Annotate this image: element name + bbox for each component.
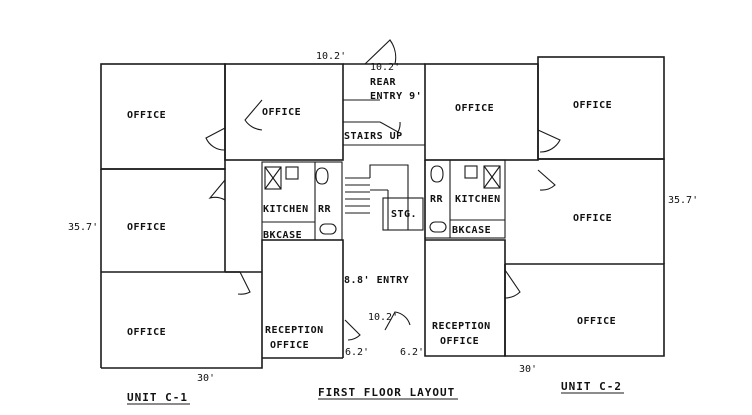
kitchen-c1-label: KITCHEN	[263, 204, 309, 215]
unit-c2-walls	[205, 56, 665, 357]
storage-label: STG.	[391, 209, 417, 220]
restroom-c1-label: RR	[318, 204, 332, 215]
dim-front-width: 10.2'	[368, 312, 398, 323]
dim-right-height: 35.7'	[668, 195, 698, 206]
rear-entry-line3: ENTRY 9'	[370, 91, 422, 102]
office-c2-top-right: OFFICE	[573, 100, 612, 111]
restroom-c2-label: RR	[430, 194, 444, 205]
dim-c2-width: 30'	[519, 364, 537, 375]
reception-c2-line1: RECEPTION	[432, 321, 491, 332]
central-corridor	[343, 39, 425, 341]
dim-left-height: 35.7'	[68, 222, 98, 233]
dim-front-left: 6.2'	[345, 347, 369, 358]
rear-entry-line2: REAR	[370, 77, 397, 88]
unit-c2-title: UNIT C-2	[561, 380, 622, 393]
reception-c2-line2: OFFICE	[440, 336, 479, 347]
stairs-label: STAIRS UP	[344, 131, 403, 142]
office-c1-top-right: OFFICE	[262, 107, 301, 118]
floor-layout-title: FIRST FLOOR LAYOUT	[318, 386, 455, 399]
unit-c1-title: UNIT C-1	[127, 391, 188, 404]
unit-c1-walls	[100, 63, 344, 369]
office-c1-bottom: OFFICE	[127, 327, 166, 338]
bookcase-c2-label: BKCASE	[452, 225, 491, 236]
office-c2-bottom: OFFICE	[577, 316, 616, 327]
office-c2-middle: OFFICE	[573, 213, 612, 224]
office-c1-middle: OFFICE	[127, 222, 166, 233]
reception-c1-line2: OFFICE	[270, 340, 309, 351]
reception-c1-line1: RECEPTION	[265, 325, 324, 336]
rear-entry-line1: 10.2'	[370, 62, 400, 73]
kitchen-c2-label: KITCHEN	[455, 194, 501, 205]
office-c1-top-left: OFFICE	[127, 110, 166, 121]
dim-front-right: 6.2'	[400, 347, 424, 358]
dim-top-width: 10.2'	[316, 51, 346, 62]
bookcase-c1-label: BKCASE	[263, 230, 302, 241]
dim-c1-width: 30'	[197, 373, 215, 384]
front-entry-label: 8.8' ENTRY	[344, 275, 409, 286]
office-c2-top-left: OFFICE	[455, 103, 494, 114]
